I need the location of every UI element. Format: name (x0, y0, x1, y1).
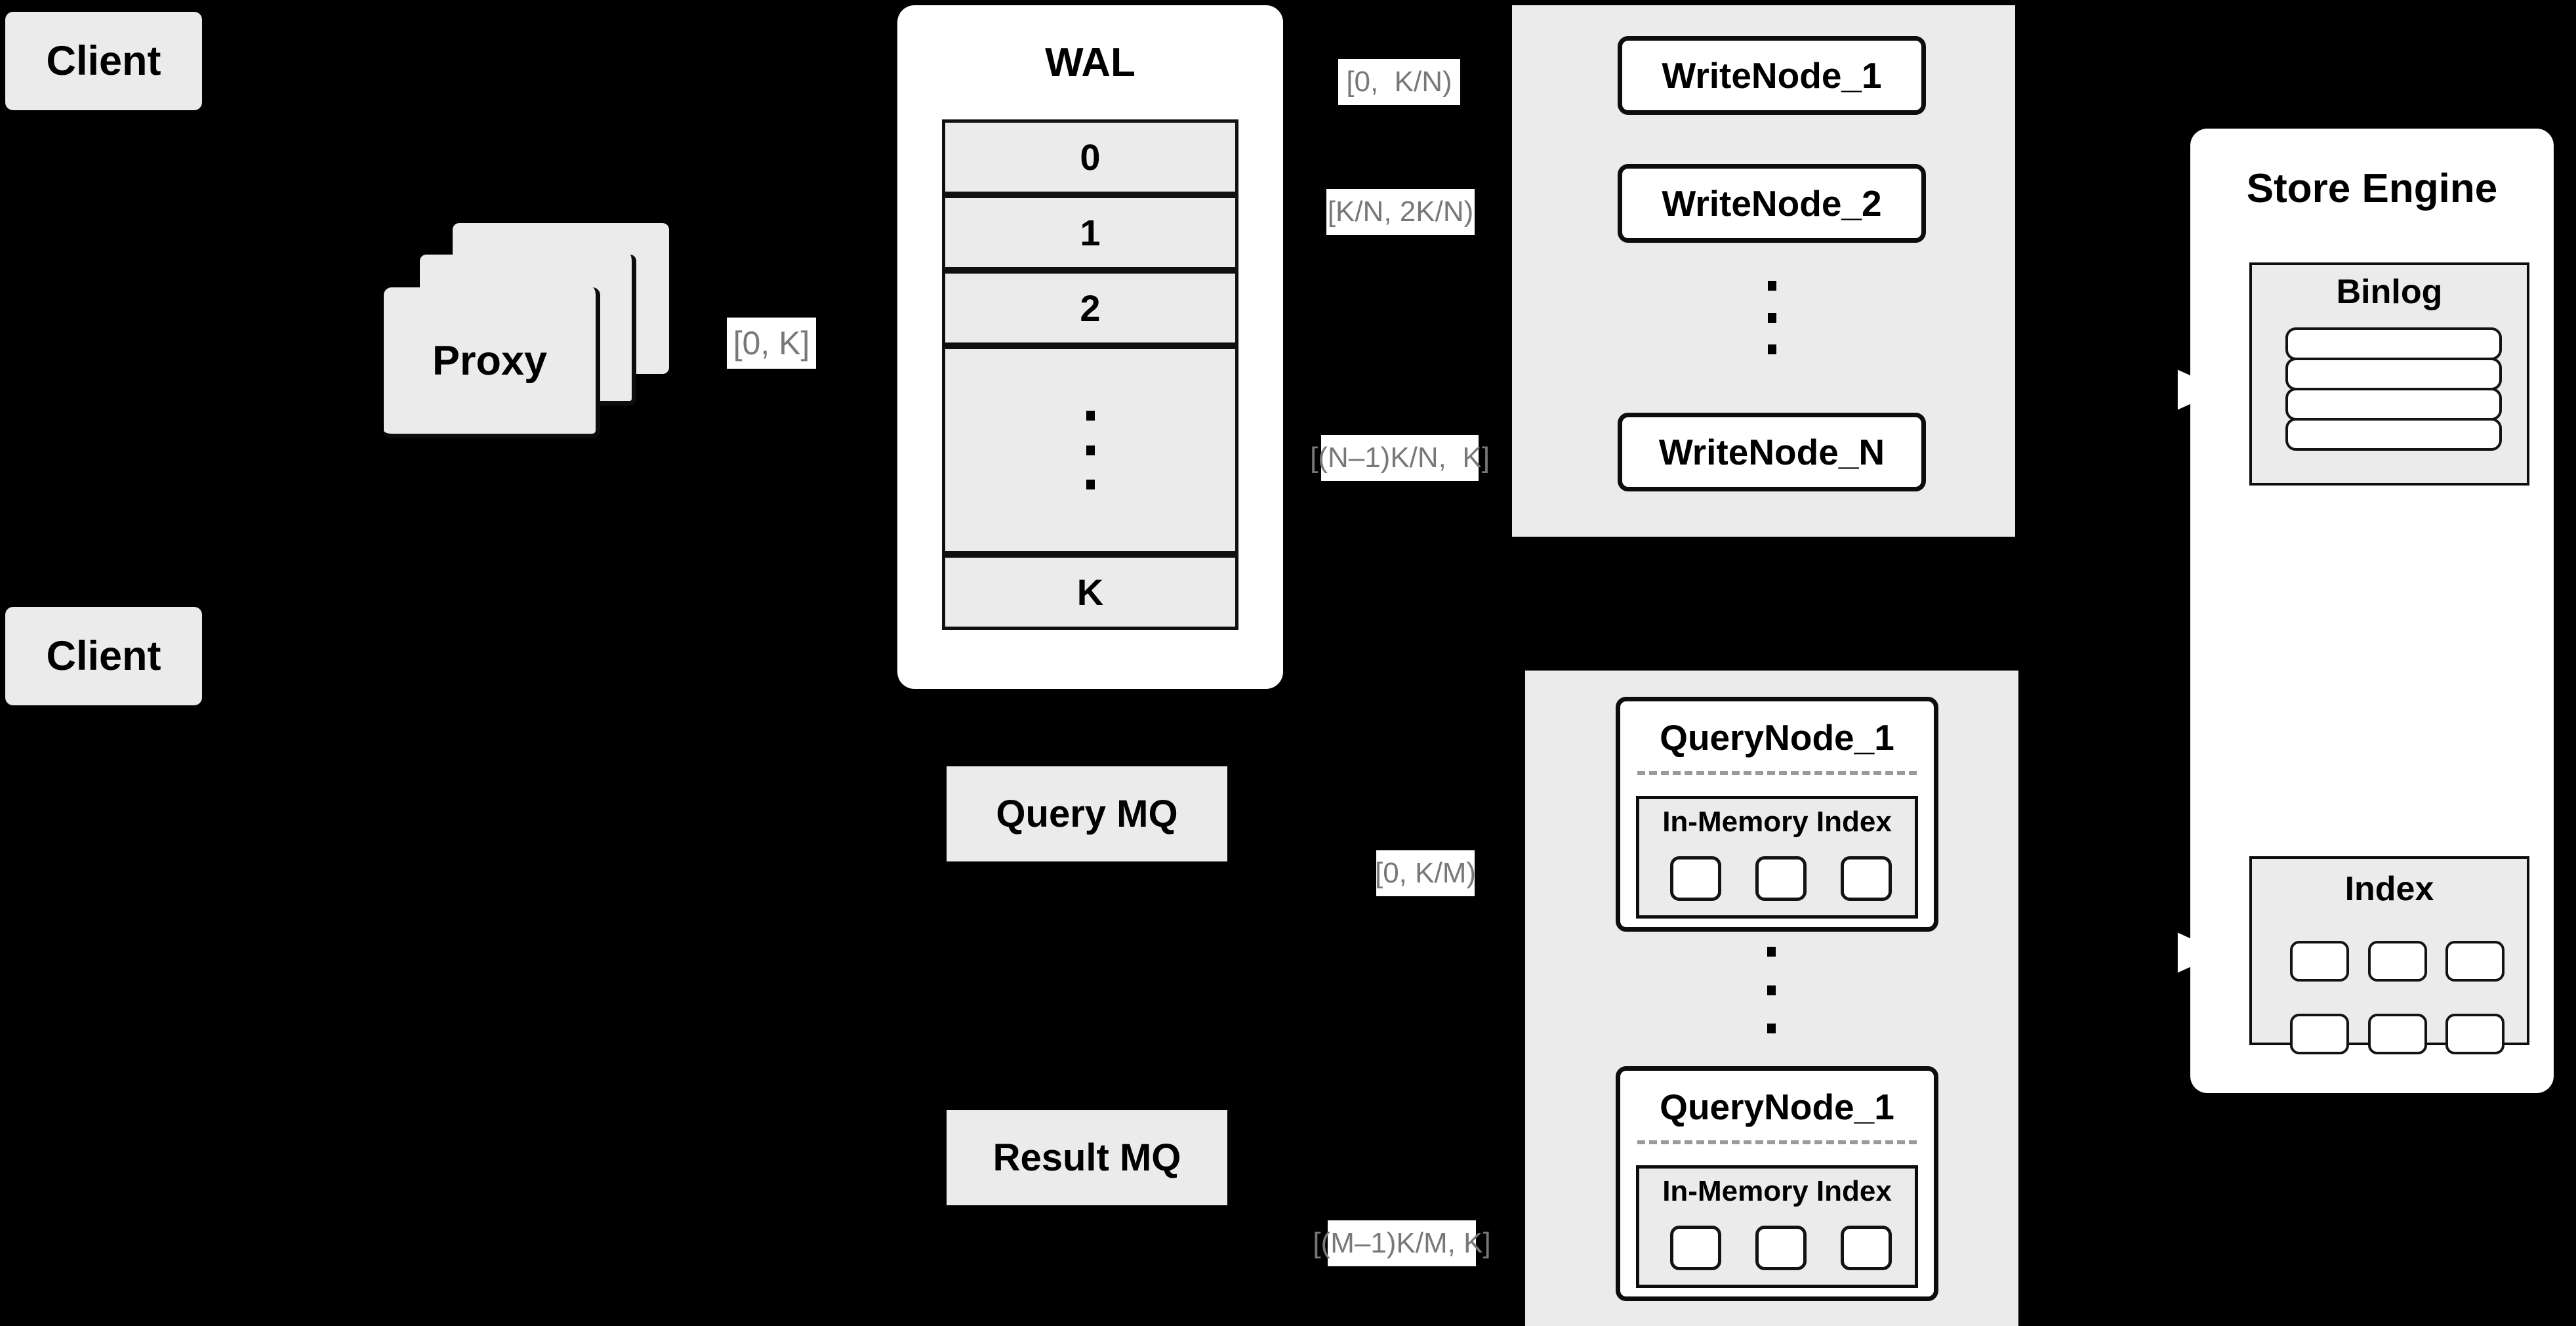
client-box-1[interactable]: Client (5, 12, 202, 110)
write-node-2[interactable]: WriteNode_2 (1618, 164, 1926, 243)
range-label-text: [0, K/N) (1346, 66, 1452, 98)
query-node-1-title: QueryNode_1 (1660, 717, 1894, 758)
write-node-label: WriteNode_N (1658, 432, 1885, 472)
query-node-m-divider (1637, 1140, 1917, 1144)
wal-row-0: 0 (942, 119, 1238, 195)
index-cell (2445, 941, 2504, 982)
write-node-label: WriteNode_2 (1662, 183, 1882, 224)
index-cell (2368, 1014, 2427, 1054)
binlog-entry (2285, 388, 2502, 421)
result-mq-label: Result MQ (992, 1136, 1181, 1179)
inmemory-index-slot (1670, 1226, 1721, 1270)
wal-row-1: 1 (942, 195, 1238, 270)
query-node-1-divider (1637, 771, 1917, 775)
query-group-vertical-dots (1767, 947, 1776, 1033)
range-label-text: [(N–1)K/N, K] (1310, 442, 1490, 474)
wal-row-ellipsis (942, 346, 1238, 554)
wal-row-label: 0 (1080, 136, 1101, 178)
inmemory-index-slot (1755, 856, 1807, 901)
write-group-vertical-dots (1767, 281, 1776, 354)
binlog-entry (2285, 418, 2502, 451)
inmemory-index-slot (1755, 1226, 1807, 1270)
range-label-text: [0, K] (733, 325, 810, 362)
binlog-title: Binlog (2336, 273, 2443, 311)
range-label-proxy-to-wal: [0, K] (727, 318, 816, 369)
wal-row-2: 2 (942, 270, 1238, 346)
wal-row-label: 1 (1080, 212, 1101, 253)
range-label-query-node-m: [(M–1)K/M, K] (1313, 1220, 1491, 1266)
index-cell (2368, 941, 2427, 982)
write-node-n[interactable]: WriteNode_N (1618, 413, 1926, 491)
binlog-entry (2285, 358, 2502, 390)
client-label: Client (46, 38, 161, 84)
wal-vertical-dots (1086, 411, 1095, 489)
query-node-m-title: QueryNode_1 (1660, 1087, 1894, 1127)
range-label-write-node-2: [K/N, 2K/N) (1326, 189, 1475, 235)
store-engine-title: Store Engine (2246, 166, 2498, 211)
index-cell (2445, 1014, 2504, 1054)
client-label: Client (46, 633, 161, 679)
wal-row-label: 2 (1080, 287, 1101, 329)
range-label-text: [0, K/M) (1374, 857, 1477, 889)
index-title: Index (2344, 870, 2434, 908)
query-node-1-inmemory-index-title: In-Memory Index (1662, 806, 1892, 838)
range-label-write-node-1: [0, K/N) (1338, 59, 1460, 105)
inmemory-index-slot (1841, 1226, 1892, 1270)
proxy-label: Proxy (432, 337, 548, 384)
query-mq-label: Query MQ (996, 793, 1178, 835)
range-label-write-node-n: [(N–1)K/N, K] (1310, 435, 1490, 481)
binlog-entry (2285, 327, 2502, 360)
inmemory-index-slot (1841, 856, 1892, 901)
wal-row-label: K (1076, 571, 1104, 613)
result-mq-box[interactable]: Result MQ (947, 1110, 1227, 1205)
write-node-label: WriteNode_1 (1662, 55, 1882, 96)
query-mq-box[interactable]: Query MQ (947, 766, 1227, 861)
index-cell (2290, 941, 2349, 982)
query-node-m-inmemory-index-title: In-Memory Index (1662, 1175, 1892, 1207)
inmemory-index-slot (1670, 856, 1721, 901)
proxy-box[interactable]: Proxy (384, 287, 600, 438)
range-label-text: [K/N, 2K/N) (1327, 196, 1474, 228)
range-label-query-node-1: [0, K/M) (1374, 850, 1477, 896)
wal-row-k: K (942, 554, 1238, 630)
index-cell (2290, 1014, 2349, 1054)
wal-title: WAL (1045, 40, 1135, 85)
write-node-1[interactable]: WriteNode_1 (1618, 36, 1926, 115)
client-box-2[interactable]: Client (5, 607, 202, 705)
range-label-text: [(M–1)K/M, K] (1313, 1227, 1491, 1259)
